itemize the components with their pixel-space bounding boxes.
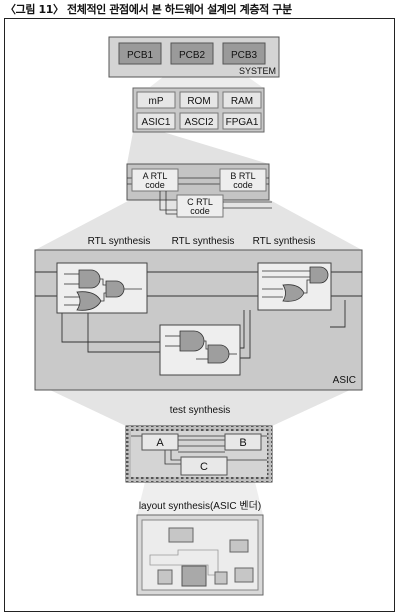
ram-label: RAM xyxy=(231,96,253,107)
a-rtl-line2: code xyxy=(145,180,165,190)
funnel-asic-test xyxy=(50,390,350,426)
and-gate-icon xyxy=(309,266,329,284)
layout-block xyxy=(214,571,228,585)
test-block-a xyxy=(141,433,179,451)
asic-a-netlist xyxy=(56,262,148,314)
pcb3-board xyxy=(222,42,266,65)
rom-label: ROM xyxy=(187,96,210,107)
asic-label: ASIC xyxy=(333,375,356,386)
b-rtl-code xyxy=(219,168,267,192)
pcb1-label: PCB1 xyxy=(127,50,154,61)
and-gate-icon xyxy=(179,330,205,352)
or-gate-icon xyxy=(76,291,102,311)
pcb1-board xyxy=(118,42,162,65)
system-board: PCB1 PCB2 PCB3 SYSTEM xyxy=(108,36,280,78)
b-rtl-line2: code xyxy=(233,180,253,190)
pcb3-label: PCB3 xyxy=(231,50,258,61)
asic-block: ASIC xyxy=(34,249,363,391)
and-gate-icon xyxy=(78,269,101,289)
layout-region xyxy=(149,549,219,576)
layout-block xyxy=(181,565,207,587)
funnel-rtl-synthesis xyxy=(35,200,362,250)
test-block-b xyxy=(224,433,262,451)
test-chip: A B C xyxy=(125,425,273,483)
asci2-label: ASCI2 xyxy=(185,117,214,128)
mp-chip xyxy=(136,91,176,109)
fpga1-chip xyxy=(222,112,262,130)
test-block-b-label: B xyxy=(239,437,246,449)
layout-block xyxy=(229,539,249,553)
ram-chip xyxy=(222,91,262,109)
rom-chip xyxy=(179,91,219,109)
test-synthesis-label: test synthesis xyxy=(170,405,231,416)
rtl-synthesis-label-left: RTL synthesis xyxy=(88,236,151,247)
a-rtl-code xyxy=(131,168,179,192)
funnel-asic-rtl xyxy=(127,132,269,164)
or-gate-icon xyxy=(282,284,305,302)
figure-frame xyxy=(4,18,395,612)
and-gate-icon xyxy=(207,344,230,364)
and-gate-icon xyxy=(105,280,125,298)
asci2-chip xyxy=(179,112,219,130)
components-board: mP ROM RAM ASIC1 ASCI2 FPGA1 xyxy=(132,87,265,133)
test-block-c xyxy=(180,456,228,476)
asic1-label: ASIC1 xyxy=(142,117,171,128)
a-rtl-line1: A RTL xyxy=(143,171,168,181)
layout-block xyxy=(157,569,173,585)
layout-synthesis-label: layout synthesis(ASIC 벤더) xyxy=(139,500,261,512)
layout-chip xyxy=(136,514,264,596)
test-block-a-label: A xyxy=(156,437,164,449)
funnel-test-layout xyxy=(137,482,263,515)
c-rtl-line1: C RTL xyxy=(187,197,213,207)
funnel-system-components xyxy=(150,77,262,87)
rtl-synthesis-label-center: RTL synthesis xyxy=(172,236,235,247)
pcb2-board xyxy=(170,42,214,65)
fpga1-label: FPGA1 xyxy=(226,117,259,128)
rtl-code-block: A RTL code B RTL code C RTL code xyxy=(126,163,272,218)
system-label: SYSTEM xyxy=(239,66,276,76)
b-rtl-line1: B RTL xyxy=(230,171,255,181)
layout-block xyxy=(168,527,194,543)
figure-caption: 〈그림 11〉 전체적인 관점에서 본 하드웨어 설계의 계층적 구분 xyxy=(5,3,292,16)
rtl-synthesis-label-right: RTL synthesis xyxy=(253,236,316,247)
layout-block xyxy=(234,567,254,583)
asic1-chip xyxy=(136,112,176,130)
mp-label: mP xyxy=(149,96,164,107)
c-rtl-line2: code xyxy=(190,206,210,216)
test-block-c-label: C xyxy=(200,461,208,473)
pcb2-label: PCB2 xyxy=(179,50,206,61)
c-rtl-code xyxy=(176,194,224,218)
